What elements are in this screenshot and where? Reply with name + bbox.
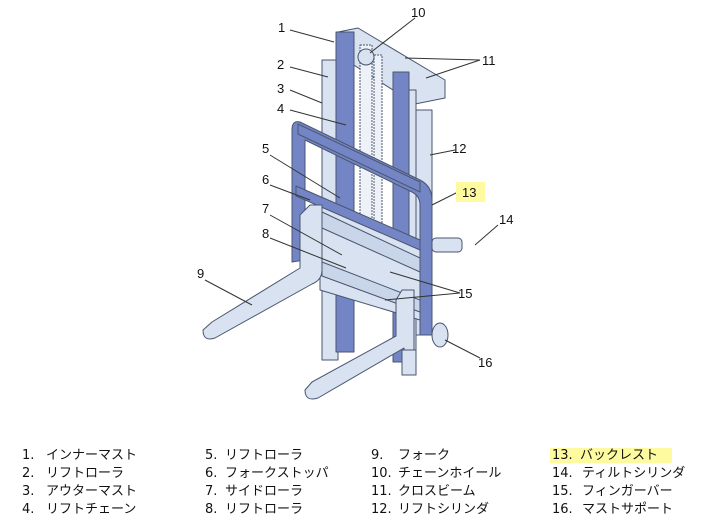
callout-3: 3	[277, 81, 284, 96]
callout-7: 7	[262, 201, 269, 216]
legend-item-3: 3. アウターマスト	[22, 483, 137, 501]
legend-num: 9.	[371, 448, 384, 463]
legend-num: 2.	[22, 466, 35, 481]
legend-label: リフトシリンダ	[398, 502, 490, 517]
callout-12: 12	[452, 141, 466, 156]
legend-num: 13.	[552, 448, 573, 463]
legend-num: 1.	[22, 448, 35, 463]
callout-14: 14	[499, 212, 513, 227]
forklift-mast-diagram: 1 2 3 4 5 6 7 8 9 10 11 12 13 14 15 16	[197, 5, 513, 400]
legend-label: リフトチェーン	[46, 502, 137, 517]
backrest-bar-middle	[295, 185, 421, 251]
fork-right	[304, 289, 415, 400]
callout-15: 15	[458, 286, 472, 301]
legend-num: 14.	[552, 466, 573, 481]
callout-13: 13	[462, 185, 476, 200]
legend-label: アウターマスト	[46, 484, 138, 499]
legend-label: ティルトシリンダ	[582, 466, 686, 481]
leader-lines	[204, 17, 499, 359]
legend-item-11: 11. クロスビーム	[371, 483, 501, 501]
highlight-box-13	[456, 182, 485, 202]
legend-num: 15.	[552, 484, 573, 499]
legend-label: リフトローラ	[225, 448, 304, 463]
callout-10: 10	[411, 5, 425, 20]
legend-label: クロスビーム	[398, 484, 476, 499]
legend-label: フィンガーバー	[582, 484, 673, 499]
mast-foot	[401, 349, 417, 376]
legend-label: チェーンホイール	[398, 466, 502, 481]
legend-item-13: 13. バックレスト	[550, 447, 685, 465]
legend-num: 8.	[205, 502, 218, 517]
callout-labels: 1 2 3 4 5 6 7 8 9 10 11 12 13 14 15 16	[197, 5, 513, 370]
legend-num: 11.	[371, 484, 392, 499]
legend-highlight: 13. バックレスト	[550, 448, 673, 463]
legend-num: 16.	[552, 502, 573, 517]
legend-label: バックレスト	[580, 448, 659, 463]
legend-label: フォーク	[398, 448, 451, 463]
legend-label: マストサポート	[582, 502, 674, 517]
callout-9: 9	[197, 266, 204, 281]
callout-1: 1	[278, 20, 285, 35]
callout-5: 5	[262, 141, 269, 156]
legend-num: 6.	[205, 466, 218, 481]
legend-item-6: 6. フォークストッパ	[205, 465, 329, 483]
fork-left	[202, 204, 323, 340]
callout-11: 11	[482, 53, 496, 68]
legend-item-7: 7. サイドローラ	[205, 483, 329, 501]
legend-item-4: 4. リフトチェーン	[22, 501, 137, 519]
legend-column-1: 1. インナーマスト 2. リフトローラ 3. アウターマスト 4. リフトチェーン	[22, 447, 137, 519]
legend-label: サイドローラ	[225, 484, 304, 499]
callout-8: 8	[262, 226, 269, 241]
legend-item-9: 9. フォーク	[371, 447, 501, 465]
legend-item-12: 12. リフトシリンダ	[371, 501, 501, 519]
legend-label: フォークストッパ	[225, 466, 329, 481]
legend-num: 4.	[22, 502, 35, 517]
legend-num: 3.	[22, 484, 35, 499]
legend-column-2: 5. リフトローラ 6. フォークストッパ 7. サイドローラ 8. リフトローラ	[205, 447, 329, 519]
callout-6: 6	[262, 172, 269, 187]
legend-item-14: 14. ティルトシリンダ	[550, 465, 685, 483]
tilt-cylinder	[431, 237, 463, 253]
backrest-bar-top	[297, 123, 421, 193]
legend-num: 5.	[205, 448, 218, 463]
legend-label: リフトローラ	[46, 466, 125, 481]
legend-item-1: 1. インナーマスト	[22, 447, 137, 465]
mast-support	[431, 322, 449, 348]
legend-num: 10.	[371, 466, 392, 481]
legend-label: インナーマスト	[46, 448, 138, 463]
legend-item-10: 10. チェーンホイール	[371, 465, 501, 483]
legend-column-3: 9. フォーク 10. チェーンホイール 11. クロスビーム 12. リフトシリンダ	[371, 447, 501, 519]
legend-num: 12.	[371, 502, 392, 517]
callout-2: 2	[277, 57, 284, 72]
legend-num: 7.	[205, 484, 218, 499]
legend-label: リフトローラ	[225, 502, 304, 517]
inner-mast-left	[335, 31, 355, 353]
callout-16: 16	[478, 355, 492, 370]
legend-item-2: 2. リフトローラ	[22, 465, 137, 483]
legend-item-15: 15. フィンガーバー	[550, 483, 685, 501]
legend-column-4: 13. バックレスト 14. ティルトシリンダ 15. フィンガーバー 16. マストサ…	[550, 447, 685, 519]
callout-4: 4	[277, 101, 284, 116]
legend-item-5: 5. リフトローラ	[205, 447, 329, 465]
legend-item-16: 16. マストサポート	[550, 501, 685, 519]
legend-item-8: 8. リフトローラ	[205, 501, 329, 519]
